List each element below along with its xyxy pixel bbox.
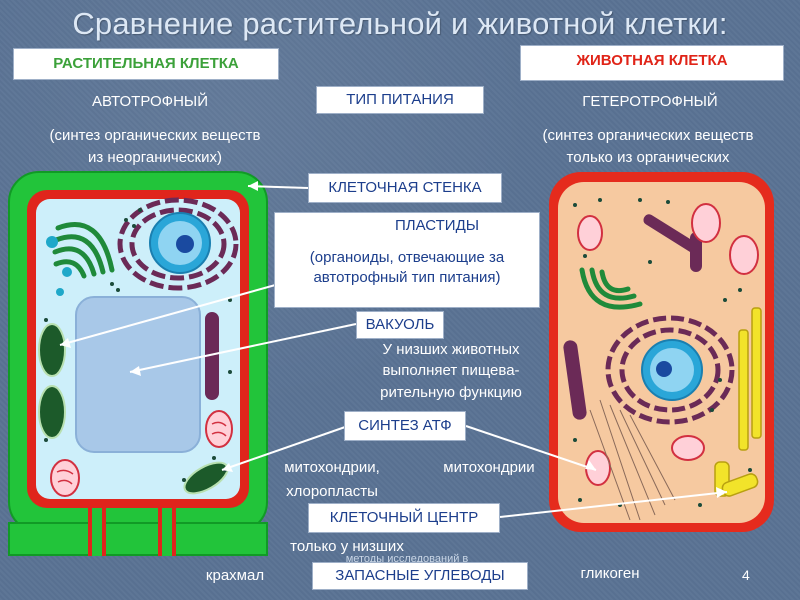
arrow-heads <box>60 181 727 498</box>
animal-nutrition-desc-1: (синтез органических веществ <box>542 127 754 144</box>
plastids-desc-1: (органоиды, отвечающие за <box>309 249 505 266</box>
vesicle <box>46 236 72 296</box>
centrosome-note: только у низших <box>290 538 404 555</box>
vacuole-pointer <box>129 323 357 373</box>
atp-plant-2: хлоропласты <box>286 483 378 500</box>
plant-nutrition-type: АВТОТРОФНЫЙ <box>92 93 208 110</box>
plant-cell-header: РАСТИТЕЛЬНАЯ КЛЕТКА <box>13 48 279 80</box>
vacuole-note-3: рительную функцию <box>380 384 522 401</box>
atp-plant-1: митохондрии, <box>284 459 380 476</box>
page-title: Сравнение растительной и животной клетки… <box>72 6 728 41</box>
plasmodesma <box>92 505 102 556</box>
golgi-icon <box>52 222 115 279</box>
centriole-icon <box>714 307 762 497</box>
atp-synthesis-label: СИНТЕЗ АТФ <box>344 411 466 441</box>
plastids-desc-2: автотрофный тип питания) <box>313 269 501 286</box>
nutrition-type-label: ТИП ПИТАНИЯ <box>316 86 484 114</box>
er-icon <box>117 197 239 291</box>
animal-nutrition-desc-2: только из органических <box>566 149 730 166</box>
plant-nutrition-desc-1: (синтез органических веществ <box>49 127 261 144</box>
atp-animal-pointer <box>465 425 597 471</box>
mitochondrion-icon <box>50 410 233 497</box>
page-number: 4 <box>742 567 750 583</box>
nucleus-icon <box>149 212 211 274</box>
golgi-icon <box>579 267 643 310</box>
vacuole-note-1: У низших животных <box>382 341 520 358</box>
plant-wall-base <box>8 522 268 556</box>
plastids-box: ПЛАСТИДЫ (органоиды, отвечающие за автот… <box>274 212 540 308</box>
centrosome-label: КЛЕТОЧНЫЙ ЦЕНТР <box>308 503 500 533</box>
ribosome-icon <box>573 198 752 507</box>
atp-animal: митохондрии <box>443 459 535 476</box>
plant-nutrition-desc-2: из неорганических) <box>88 149 222 166</box>
carbs-animal: гликоген <box>580 565 640 582</box>
vacuole-label: ВАКУОЛЬ <box>356 311 444 339</box>
plastids-label: ПЛАСТИДЫ <box>394 217 480 234</box>
vacuole-note-2: выполняет пищева- <box>382 362 520 379</box>
centrosome-pointer <box>499 491 728 518</box>
ribosome-icon <box>44 208 232 482</box>
animal-cell <box>549 172 774 532</box>
animal-nutrition-type: ГЕТЕРОТРОФНЫЙ <box>582 93 718 110</box>
atp-plant-pointer <box>221 425 349 471</box>
er-icon <box>605 315 735 425</box>
cytoskeleton <box>589 399 676 521</box>
cell-wall-label: КЛЕТОЧНАЯ СТЕНКА <box>308 173 502 203</box>
er-strand <box>205 312 219 400</box>
carbs-plant: крахмал <box>205 567 265 584</box>
animal-cell-header: ЖИВОТНАЯ КЛЕТКА <box>520 45 784 81</box>
nucleus-icon <box>641 339 703 401</box>
er-icon <box>563 214 702 420</box>
plasmodesma <box>162 505 172 556</box>
mitochondrion-icon <box>577 203 759 486</box>
plant-cell <box>8 171 268 556</box>
reserve-carbs-label: ЗАПАСНЫЕ УГЛЕВОДЫ <box>312 562 528 590</box>
chloroplast-icon <box>38 323 229 495</box>
